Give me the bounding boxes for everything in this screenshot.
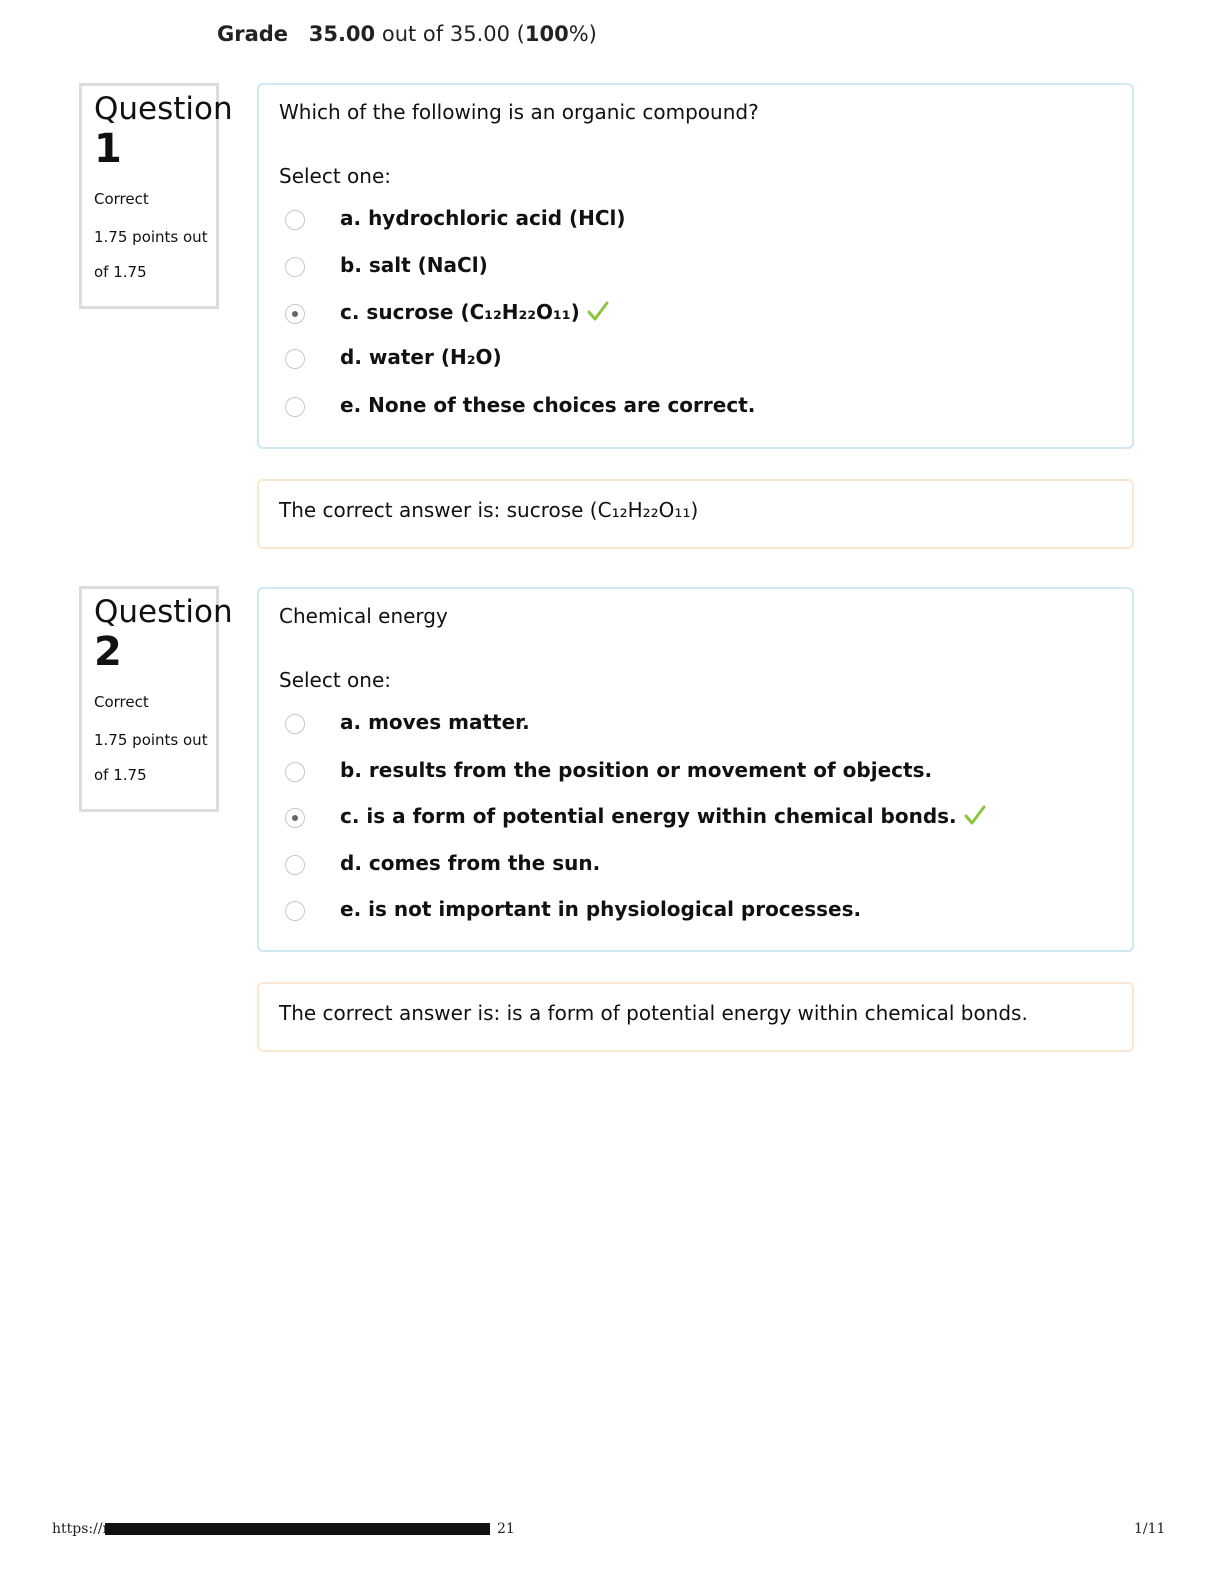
grade-out-of: out of 35.00 [381, 22, 510, 46]
question-status: Correct [94, 190, 149, 208]
option-label: b. results from the position or movement… [340, 758, 932, 782]
radio-icon[interactable] [285, 762, 305, 782]
option-label: a. hydrochloric acid (HCl) [340, 206, 626, 230]
option-label: e. is not important in physiological pro… [340, 897, 861, 921]
feedback-box: The correct answer is: is a form of pote… [257, 982, 1134, 1052]
option-text: None of these choices are correct. [368, 393, 756, 417]
option-text: is a form of potential energy within che… [366, 804, 957, 828]
option-letter: c. [340, 300, 360, 324]
answer-option[interactable]: a. moves matter. [259, 708, 1119, 742]
option-label: c. is a form of potential energy within … [340, 804, 987, 831]
answer-option[interactable]: b. results from the position or movement… [259, 756, 1119, 790]
question-number: 1 [94, 126, 122, 172]
select-one-label: Select one: [279, 668, 392, 692]
option-text: water (H₂O) [368, 345, 502, 369]
option-label: d. water (H₂O) [340, 345, 502, 369]
option-letter: e. [340, 897, 362, 921]
footer-url-end: 21 [497, 1521, 515, 1537]
check-icon [963, 804, 987, 831]
check-icon [586, 300, 610, 327]
option-text: results from the position or movement of… [368, 758, 933, 782]
points-line-2: of 1.75 [94, 263, 147, 281]
option-text: moves matter. [368, 710, 530, 734]
footer-url-start[interactable]: https://m [52, 1521, 116, 1537]
question-word: Question [94, 91, 233, 127]
grade-percent-sign: % [568, 22, 589, 46]
question-info: Question 1 Correct 1.75 points out of 1.… [79, 83, 233, 309]
radio-icon[interactable] [285, 349, 305, 369]
question-box: Which of the following is an organic com… [257, 83, 1134, 449]
option-letter: c. [340, 804, 360, 828]
option-letter: e. [340, 393, 362, 417]
correct-answer-text: The correct answer is: sucrose (C₁₂H₂₂O₁… [279, 498, 699, 522]
points-line-1: 1.75 points out [94, 228, 208, 246]
question-points: 1.75 points out of 1.75 [94, 723, 216, 793]
answer-option[interactable]: c. sucrose (C₁₂H₂₂O₁₁) [259, 298, 1119, 332]
grade-score: 35.00 [308, 22, 376, 46]
question-box: Chemical energy Select one: a. moves mat… [257, 587, 1134, 952]
answer-option[interactable]: d. water (H₂O) [259, 343, 1119, 377]
grade-label: Grade [217, 22, 289, 46]
option-letter: a. [340, 710, 362, 734]
radio-icon[interactable] [285, 808, 305, 828]
answer-option[interactable]: e. None of these choices are correct. [259, 391, 1119, 425]
footer-page-number: 1/11 [1134, 1521, 1166, 1537]
answer-option[interactable]: d. comes from the sun. [259, 849, 1119, 883]
radio-icon[interactable] [285, 855, 305, 875]
question-text: Chemical energy [279, 604, 448, 628]
option-letter: d. [340, 851, 362, 875]
answer-option[interactable]: e. is not important in physiological pro… [259, 895, 1119, 929]
redacted-url [105, 1523, 490, 1535]
option-text: salt (NaCl) [368, 253, 488, 277]
points-line-2: of 1.75 [94, 766, 147, 784]
question-text: Which of the following is an organic com… [279, 100, 759, 124]
radio-icon[interactable] [285, 901, 305, 921]
feedback-box: The correct answer is: sucrose (C₁₂H₂₂O₁… [257, 479, 1134, 549]
grade-summary: Grade 35.00 out of 35.00 (100%) [217, 22, 597, 46]
radio-icon[interactable] [285, 210, 305, 230]
points-line-1: 1.75 points out [94, 731, 208, 749]
question-points: 1.75 points out of 1.75 [94, 220, 216, 290]
option-label: e. None of these choices are correct. [340, 393, 755, 417]
option-label: d. comes from the sun. [340, 851, 600, 875]
option-label: c. sucrose (C₁₂H₂₂O₁₁) [340, 300, 610, 327]
radio-icon[interactable] [285, 397, 305, 417]
option-text: sucrose (C₁₂H₂₂O₁₁) [366, 300, 580, 324]
radio-icon[interactable] [285, 304, 305, 324]
select-one-label: Select one: [279, 164, 392, 188]
option-letter: a. [340, 206, 362, 230]
option-letter: d. [340, 345, 362, 369]
option-letter: b. [340, 758, 362, 782]
option-label: a. moves matter. [340, 710, 530, 734]
radio-icon[interactable] [285, 714, 305, 734]
option-text: hydrochloric acid (HCl) [368, 206, 626, 230]
answer-option[interactable]: a. hydrochloric acid (HCl) [259, 204, 1119, 238]
question-word: Question [94, 594, 233, 630]
question-info: Question 2 Correct 1.75 points out of 1.… [79, 586, 233, 812]
option-text: comes from the sun. [368, 851, 601, 875]
correct-answer-text: The correct answer is: is a form of pote… [279, 1001, 1028, 1025]
answer-option[interactable]: b. salt (NaCl) [259, 251, 1119, 285]
option-text: is not important in physiological proces… [368, 897, 862, 921]
option-letter: b. [340, 253, 362, 277]
grade-percent: 100 [524, 22, 569, 46]
radio-icon[interactable] [285, 257, 305, 277]
answer-option[interactable]: c. is a form of potential energy within … [259, 802, 1119, 836]
option-label: b. salt (NaCl) [340, 253, 488, 277]
question-status: Correct [94, 693, 149, 711]
question-number: 2 [94, 629, 122, 675]
